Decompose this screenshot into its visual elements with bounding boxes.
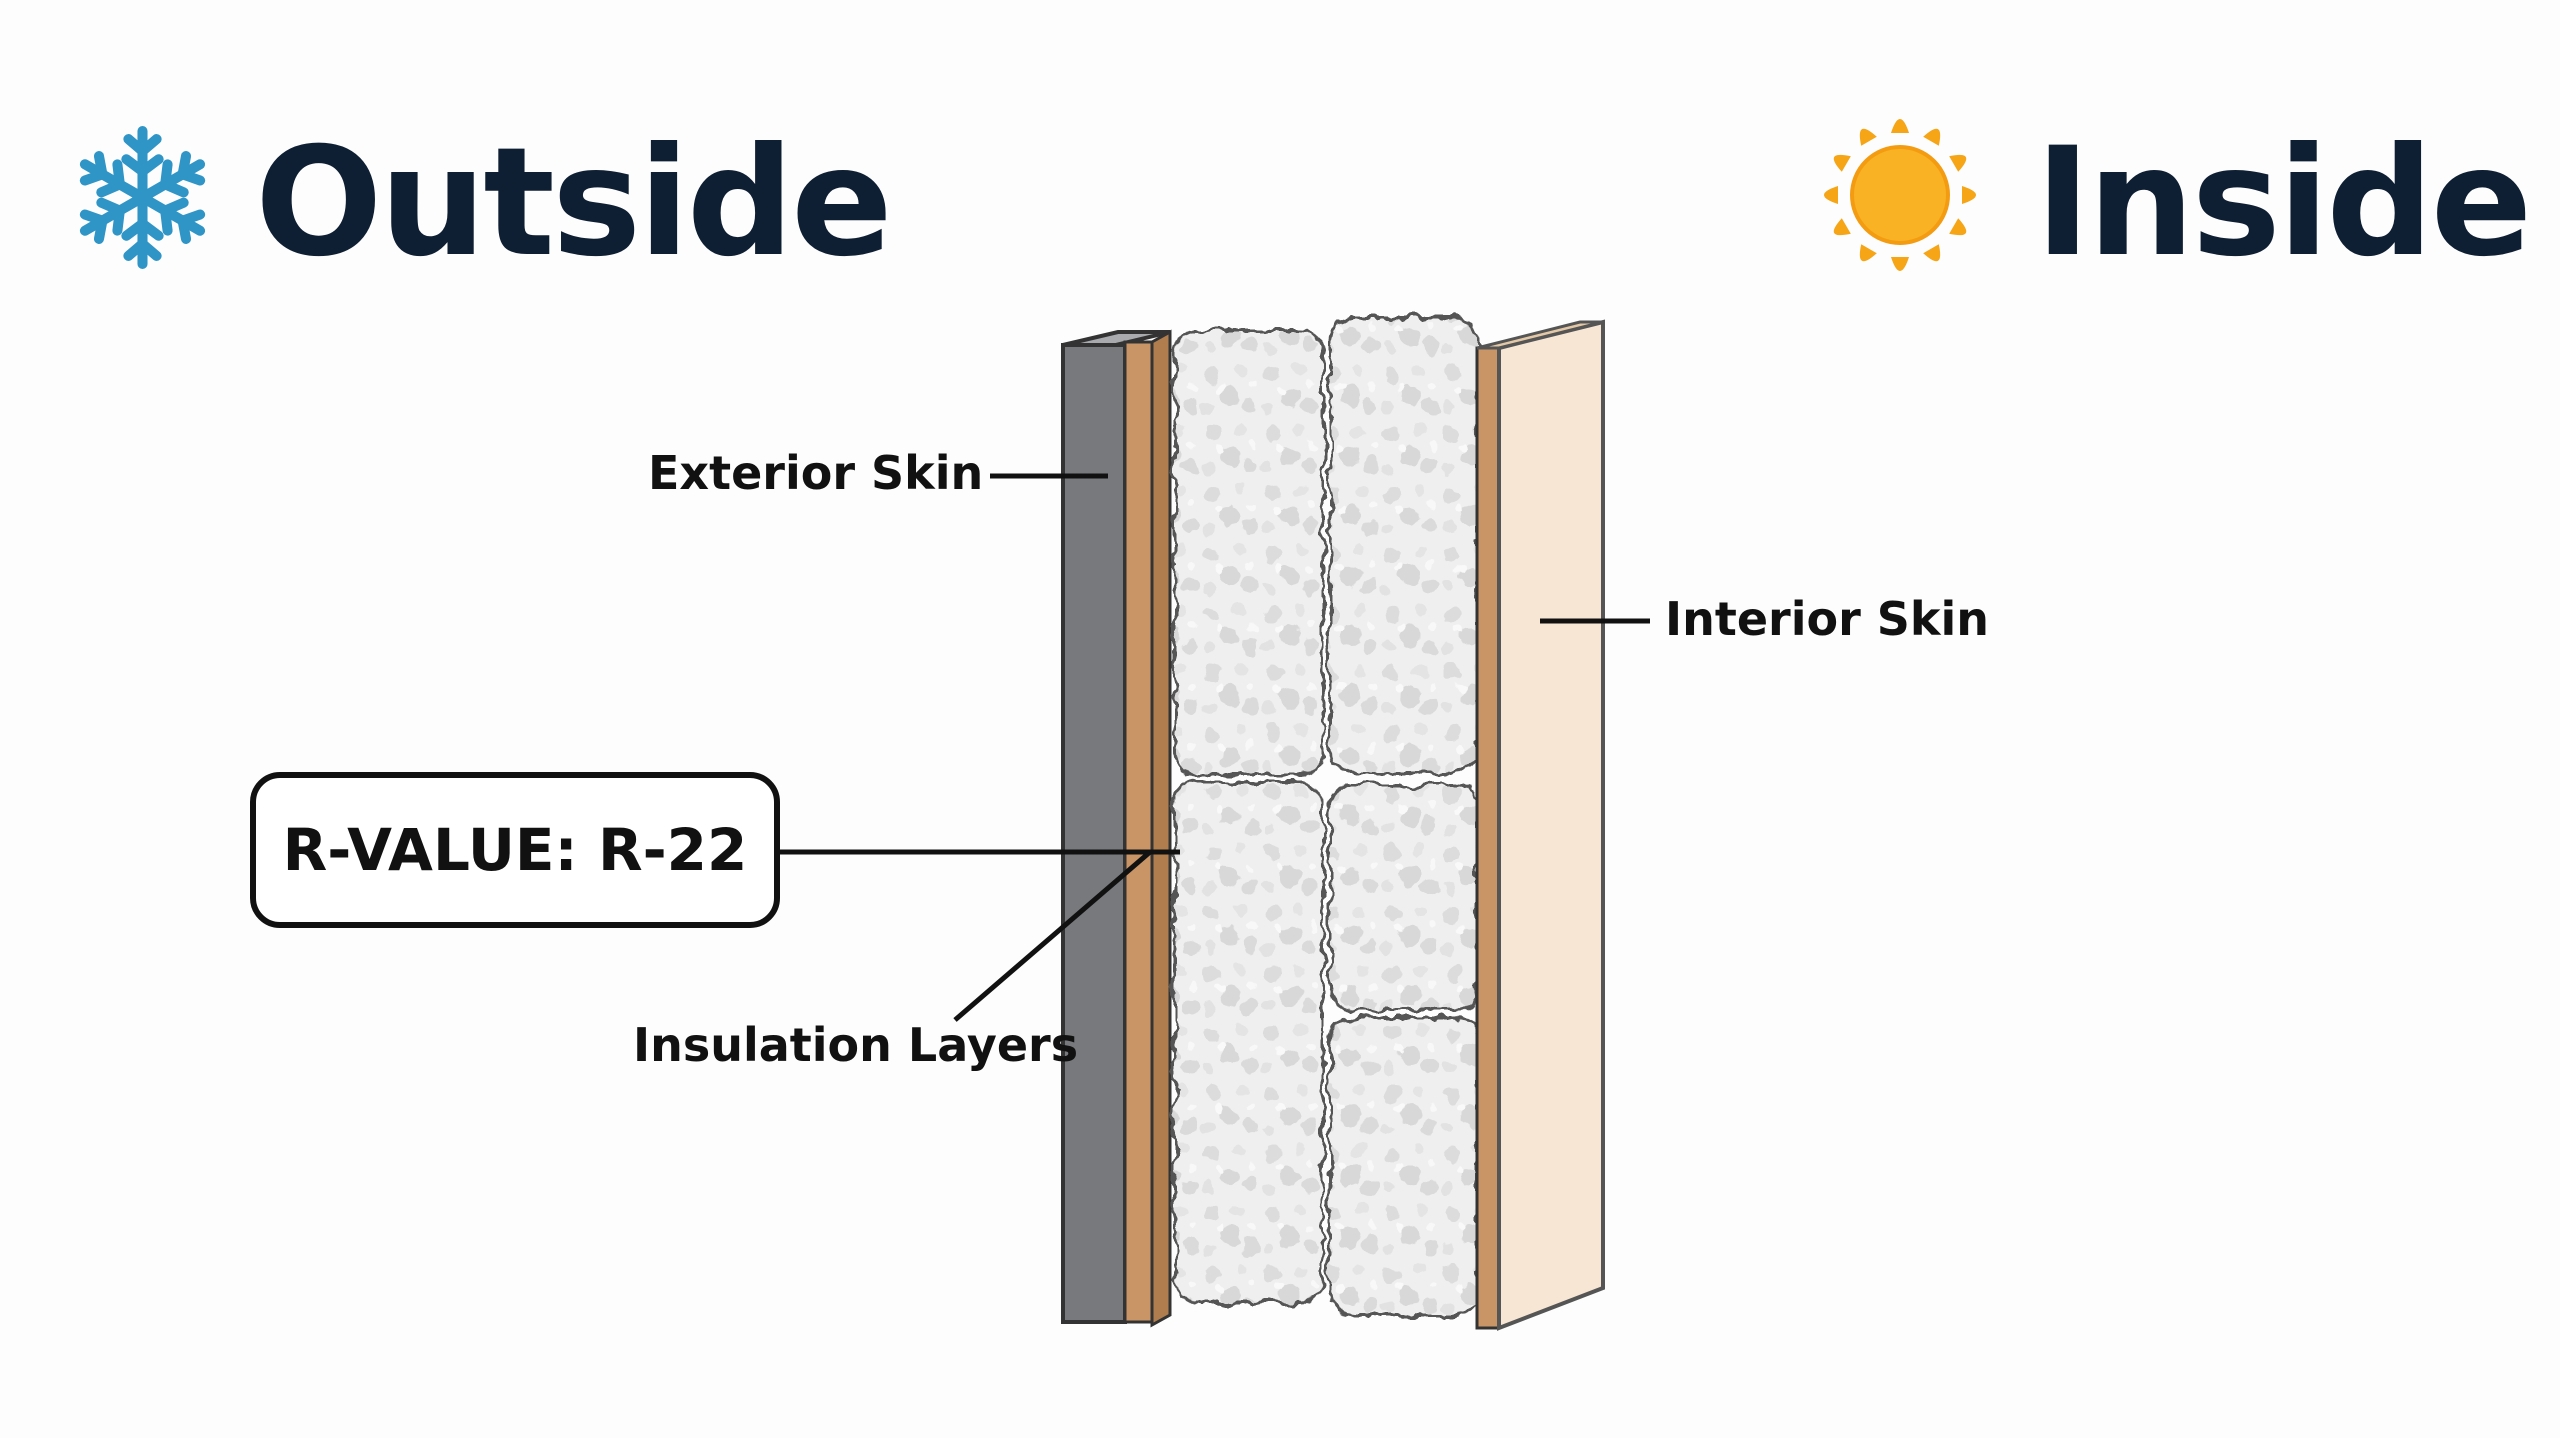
- sun-icon: [1824, 119, 1976, 271]
- insulation-batt: [1328, 316, 1480, 775]
- insulation-batt: [1328, 783, 1480, 1012]
- inside-heading: Inside: [2035, 116, 2532, 290]
- interior-skin-panel: [1476, 319, 1605, 1331]
- insulation-batt: [1328, 1016, 1480, 1318]
- r-value-box: R-VALUE: R-22: [250, 772, 780, 928]
- r-value-text: R-VALUE: R-22: [282, 816, 748, 884]
- exterior-skin-panel: [1061, 330, 1171, 1324]
- insulation-layers-label: Insulation Layers: [633, 1018, 1079, 1072]
- insulation-batt: [1173, 328, 1325, 777]
- exterior-skin-label: Exterior Skin: [648, 446, 984, 500]
- insulation-batt: [1173, 780, 1325, 1304]
- interior-skin-label: Interior Skin: [1665, 592, 1990, 646]
- snowflake-icon: [70, 126, 215, 270]
- insulation-layers-leader: [953, 850, 1152, 1022]
- outside-heading: Outside: [255, 116, 893, 290]
